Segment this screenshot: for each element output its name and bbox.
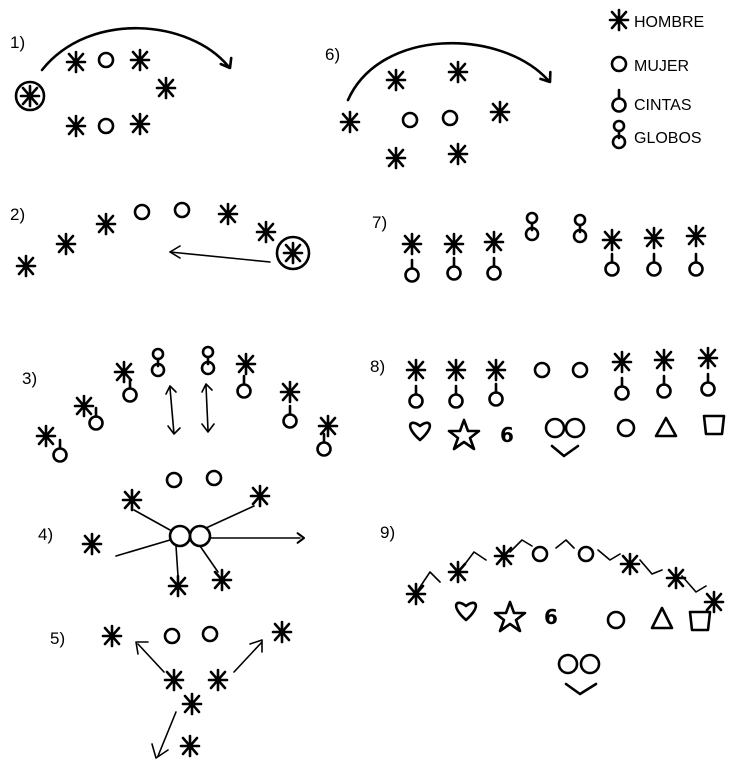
formation-step-5: 5): [50, 620, 293, 759]
lead-man-ring: [14, 80, 46, 112]
triangle-shape: [650, 606, 674, 630]
legend-globos-label: GLOBOS: [634, 130, 702, 147]
step-label-6: 6): [325, 45, 340, 64]
formation-step-2: 2): [10, 201, 311, 278]
formation-step-6: 6): [325, 41, 557, 170]
arrow: [169, 251, 271, 263]
circle-shape: [606, 610, 626, 630]
globo-icon: [611, 119, 627, 150]
hombre-icon: [608, 8, 630, 32]
formation-step-4: 4): [38, 469, 306, 598]
woman-pair: [557, 653, 579, 675]
curved-arrow: [346, 41, 550, 102]
cinta-icon: [611, 88, 627, 113]
up-down-arrow: [201, 383, 215, 433]
number-six: 6: [544, 605, 558, 629]
formation-step-9: 9) 6: [380, 523, 725, 696]
step-label-2: 2): [10, 205, 25, 224]
heart-shape: [454, 601, 478, 622]
step-label-4: 4): [38, 525, 53, 544]
arrow: [233, 639, 263, 673]
arrow: [151, 711, 177, 759]
step-label-5: 5): [50, 629, 65, 648]
legend-cintas-label: CINTAS: [634, 97, 691, 114]
mujer-icon: [610, 55, 628, 73]
v-shape: [550, 444, 580, 458]
v-shape: [564, 682, 598, 696]
heart-shape: [408, 421, 432, 442]
circle-shape: [616, 418, 636, 438]
formation-step-1: 1): [10, 26, 237, 138]
arrow: [135, 641, 165, 673]
step-label-1: 1): [10, 33, 25, 52]
formation-step-8: 8) 6: [370, 346, 726, 458]
lead-man-ring: [275, 235, 311, 271]
formation-step-3: 3): [22, 345, 339, 463]
legend-mujer-label: MUJER: [634, 58, 689, 75]
woman-pair: [168, 524, 192, 548]
step-label-8: 8): [370, 357, 385, 376]
legend-hombre-label: HOMBRE: [634, 14, 704, 31]
cup-shape: [702, 414, 726, 436]
step-label-9: 9): [380, 523, 395, 542]
star-shape: [493, 600, 527, 633]
woman-pair: [544, 417, 566, 439]
cup-shape: [688, 610, 712, 632]
legend: HOMBRE MUJER CINTAS GLOBOS: [608, 8, 704, 150]
star-shape: [447, 418, 481, 451]
step-label-7: 7): [372, 213, 387, 232]
triangle-shape: [654, 416, 678, 438]
curved-arrow: [40, 26, 230, 72]
formation-step-7: 7): [372, 211, 707, 283]
number-six: 6: [500, 423, 514, 447]
spoke-lines: [115, 505, 301, 577]
step-label-3: 3): [22, 369, 37, 388]
ribbon-zigzag: [417, 539, 707, 593]
up-down-arrow: [165, 385, 181, 435]
